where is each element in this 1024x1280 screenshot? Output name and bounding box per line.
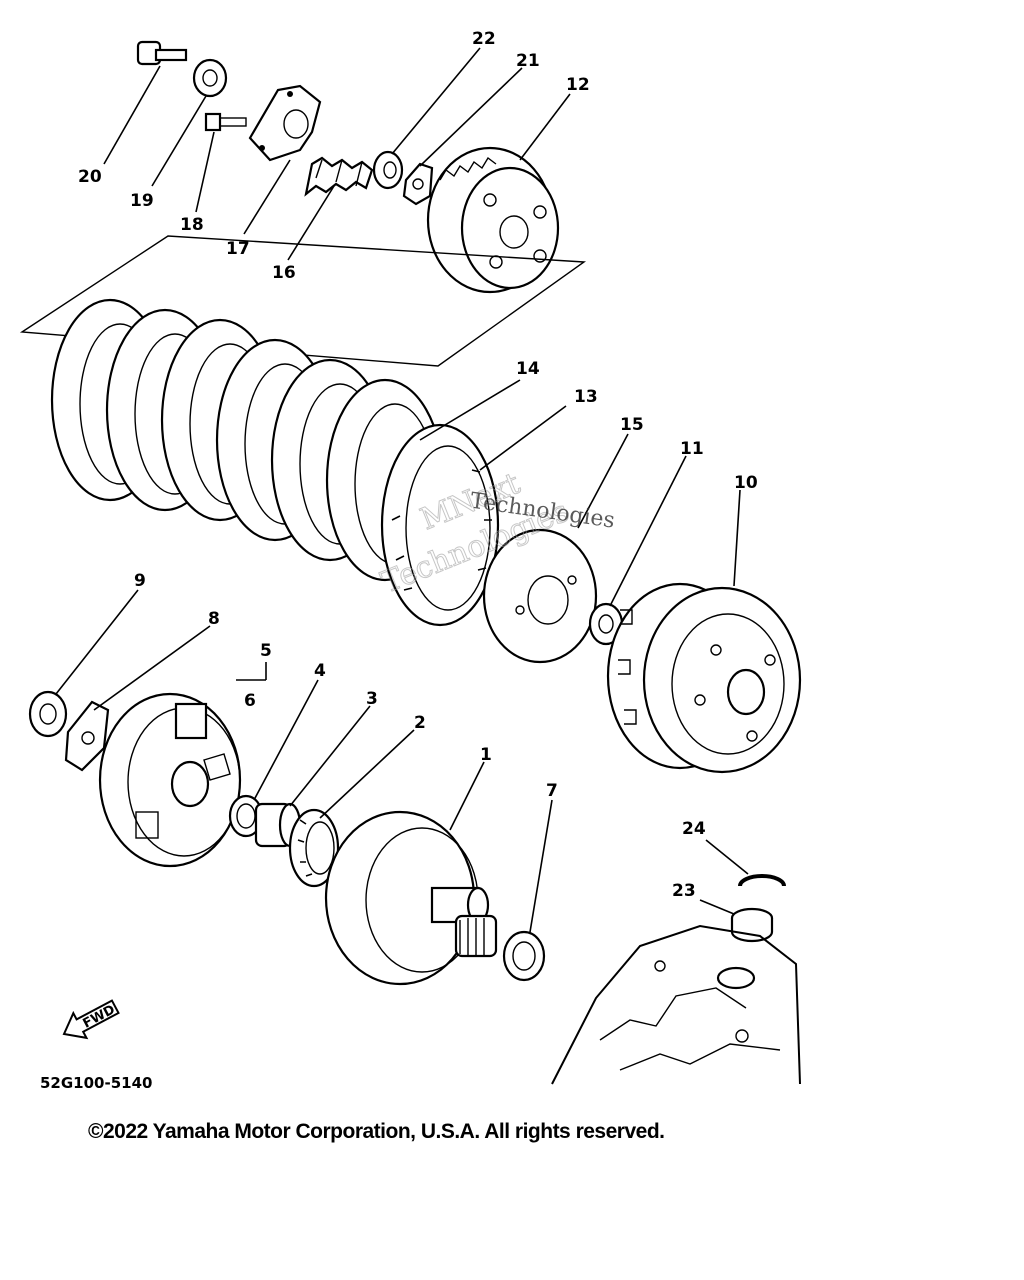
part-23-plug[interactable] (730, 907, 774, 943)
part-19-bearing[interactable] (192, 58, 228, 98)
part-21-lock-washer[interactable] (402, 162, 434, 206)
part-16-spring[interactable] (304, 156, 374, 197)
part-9-washer[interactable] (28, 690, 68, 738)
callout-11: 11 (680, 439, 704, 459)
callout-labels: 1 2 3 4 5 6 7 8 9 10 11 12 13 14 15 16 1… (78, 29, 758, 901)
part-2-one-way-clutch[interactable] (288, 808, 340, 888)
crankcase-section (551, 924, 801, 1085)
top-assembly (19, 40, 587, 367)
callout-6: 6 (244, 691, 256, 711)
leader-lines (55, 47, 749, 933)
callout-12: 12 (566, 75, 590, 95)
part-15-clutch-disk[interactable] (482, 528, 598, 664)
callout-1: 1 (480, 745, 492, 765)
part-18-screw[interactable] (204, 112, 247, 132)
callout-4: 4 (314, 661, 326, 681)
part-12-clutch-boss[interactable] (426, 146, 560, 294)
fwd-arrow-icon: FWD (62, 999, 120, 1040)
callout-20: 20 (78, 167, 102, 187)
callout-8: 8 (208, 609, 220, 629)
diagram-part-code: 52G100-5140 (40, 1074, 152, 1092)
callout-21: 21 (516, 51, 540, 71)
copyright-notice: ©2022 Yamaha Motor Corporation, U.S.A. A… (88, 1120, 665, 1143)
callout-3: 3 (366, 689, 378, 709)
callout-19: 19 (130, 191, 154, 211)
part-20-bolt[interactable] (136, 40, 188, 66)
callout-16: 16 (272, 263, 296, 283)
callout-5: 5 (260, 641, 272, 661)
part-1-clutch-drum[interactable] (324, 810, 498, 986)
part-22-nut[interactable] (372, 150, 404, 190)
callout-23: 23 (672, 881, 696, 901)
callout-15: 15 (620, 415, 644, 435)
part-17-pressure-plate[interactable] (248, 84, 322, 162)
part-7-washer[interactable] (502, 930, 546, 982)
part-10-clutch-housing[interactable] (606, 582, 802, 774)
callout-2: 2 (414, 713, 426, 733)
callout-24: 24 (682, 819, 706, 839)
callout-22: 22 (472, 29, 496, 49)
callout-9: 9 (134, 571, 146, 591)
callout-14: 14 (516, 359, 540, 379)
part-6-clutch-shoe-assembly[interactable] (98, 692, 242, 868)
callout-10: 10 (734, 473, 758, 493)
callout-13: 13 (574, 387, 598, 407)
clutch-plate-stack (50, 298, 500, 627)
part-14-friction-plate[interactable] (380, 423, 500, 627)
part-24-circlip[interactable] (738, 874, 786, 887)
callout-17: 17 (226, 239, 250, 259)
callout-18: 18 (180, 215, 204, 235)
callout-7: 7 (546, 781, 558, 801)
